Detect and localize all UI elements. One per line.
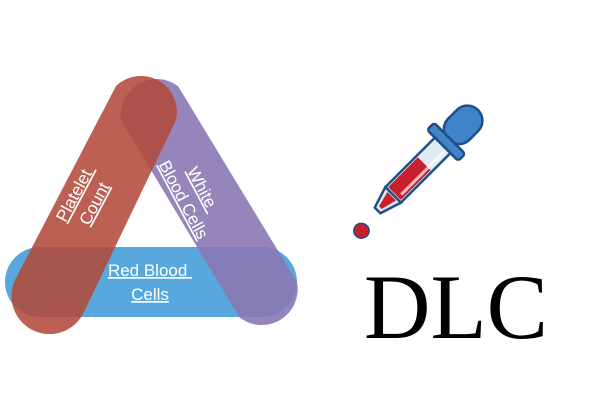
dropper-icon <box>373 104 484 215</box>
platelet-count-band <box>11 75 177 335</box>
blood-drop-icon <box>353 222 370 239</box>
red-blood-cells-label: Red Blood Cells <box>108 261 192 304</box>
red-blood-cells-label-line2: Cells <box>131 285 169 304</box>
red-blood-cells-label-line1: Red Blood <box>108 261 187 280</box>
dlc-title: DLC <box>364 256 548 358</box>
